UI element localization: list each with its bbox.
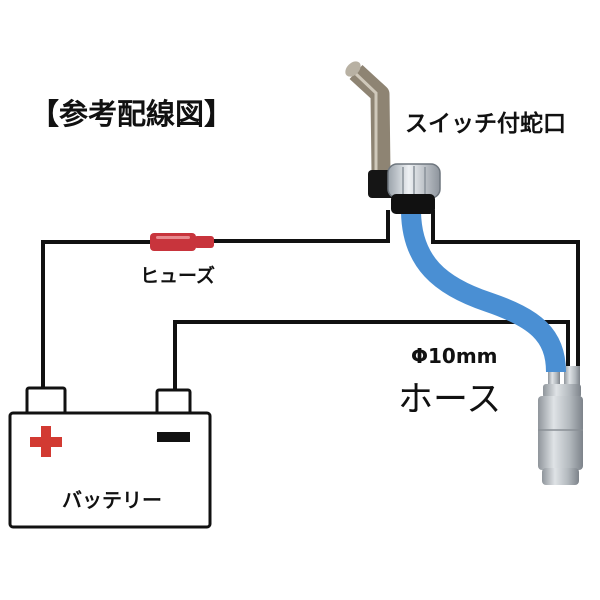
positive-wire-to-faucet (210, 210, 390, 243)
faucet-nozzle-tip (345, 61, 361, 77)
battery-label: バッテリー (62, 488, 162, 512)
fuse-body (150, 233, 196, 251)
fuse-label: ヒューズ (140, 264, 215, 287)
fuse (150, 233, 214, 251)
minus-sign (157, 432, 190, 442)
hose-label: ホース (398, 380, 501, 420)
battery-negative-terminal (155, 388, 192, 417)
negative-wire-to-pump (173, 320, 570, 394)
pump-outlet-right (564, 366, 580, 388)
battery (8, 386, 212, 529)
faucet-spout (349, 64, 391, 173)
hose-diameter-label: Φ10mm (411, 344, 498, 368)
fuse-cap (194, 236, 214, 248)
switch-wire-to-pump (431, 210, 580, 374)
faucet-spout-highlight (354, 72, 378, 170)
pump-top-cap (543, 384, 581, 398)
faucet-base (391, 194, 435, 214)
wires (41, 210, 580, 394)
positive-wire-to-fuse (41, 240, 154, 392)
faucet (345, 61, 441, 214)
plus-sign (30, 426, 62, 457)
hose (401, 211, 566, 373)
battery-positive-terminal (25, 386, 67, 417)
plus-sign-vertical (41, 426, 51, 457)
diagram-title: 【参考配線図】 (30, 97, 233, 131)
pump-bottom (542, 468, 579, 485)
fuse-highlight (156, 236, 190, 239)
pump (538, 366, 583, 485)
pump-body (538, 396, 583, 470)
faucet-label: スイッチ付蛇口 (405, 110, 566, 137)
